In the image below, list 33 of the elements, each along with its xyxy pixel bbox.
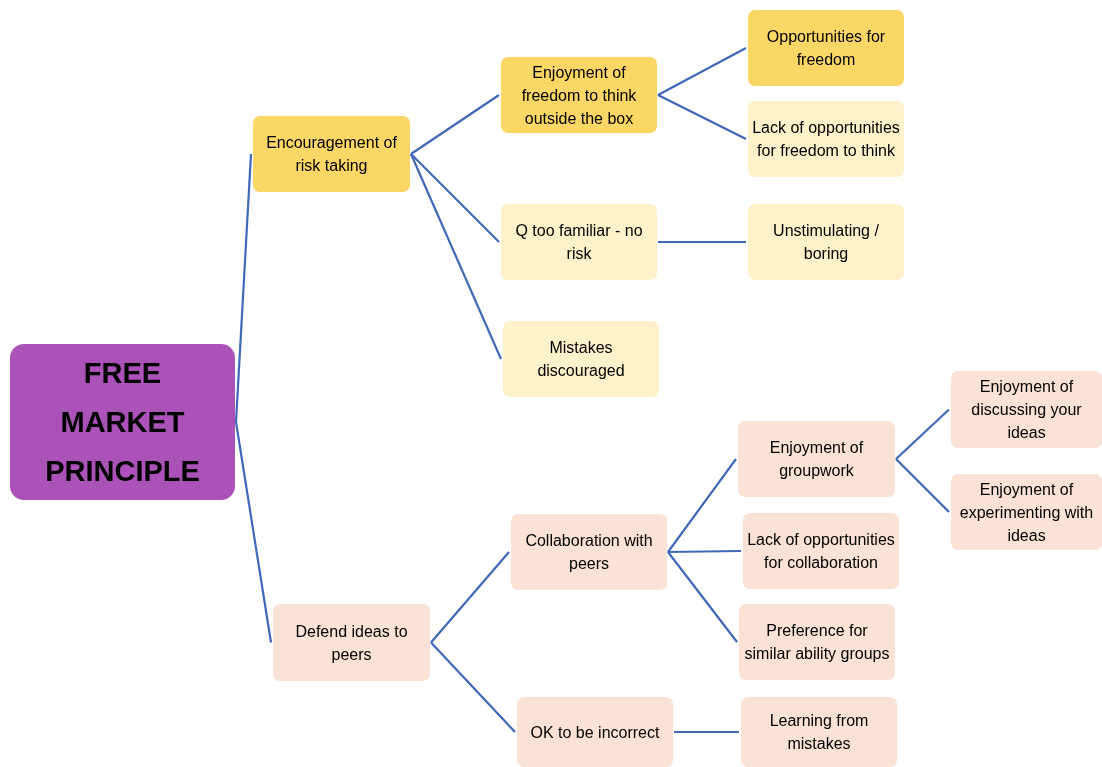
connector-line <box>668 549 741 554</box>
connector-line <box>657 47 747 96</box>
connector-line <box>430 641 516 733</box>
connector-line <box>234 421 273 643</box>
topic-box: Lack of opportunities for freedom to think <box>748 101 904 177</box>
connector-line <box>410 153 500 243</box>
topic-box: Enjoyment of freedom to think outside the box <box>501 57 657 133</box>
topic-box: Encouragement of risk taking <box>253 116 410 192</box>
connector-line <box>410 94 500 155</box>
connector-line <box>667 551 738 643</box>
topic-box: Enjoyment of discussing your ideas <box>951 371 1102 448</box>
connector-line <box>674 730 739 734</box>
topic-box: Enjoyment of groupwork <box>738 421 895 497</box>
connector-line <box>895 408 950 460</box>
central-topic-box: FREE MARKET PRINCIPLE <box>10 344 235 500</box>
connector-line <box>430 551 510 644</box>
connector-line <box>234 153 253 423</box>
topic-box: Preference for similar ability groups <box>739 604 895 680</box>
topic-box: Learning from mistakes <box>741 697 897 767</box>
connector-line <box>667 458 737 553</box>
topic-box: Collaboration with peers <box>511 514 667 590</box>
topic-box: Lack of opportunities for collaboration <box>743 513 899 589</box>
connector-line <box>410 153 502 360</box>
topic-box: Unstimulating / boring <box>748 204 904 280</box>
topic-box: Enjoyment of experimenting with ideas <box>951 474 1102 550</box>
topic-box: Opportunities for freedom <box>748 10 904 86</box>
topic-box: Defend ideas to peers <box>273 604 430 681</box>
connector-line <box>658 240 746 244</box>
connector-line <box>657 94 747 140</box>
topic-box: OK to be incorrect <box>517 697 673 767</box>
topic-box: Q too familiar - no risk <box>501 204 657 280</box>
connector-line <box>895 458 950 513</box>
topic-box: Mistakes discouraged <box>503 321 659 397</box>
